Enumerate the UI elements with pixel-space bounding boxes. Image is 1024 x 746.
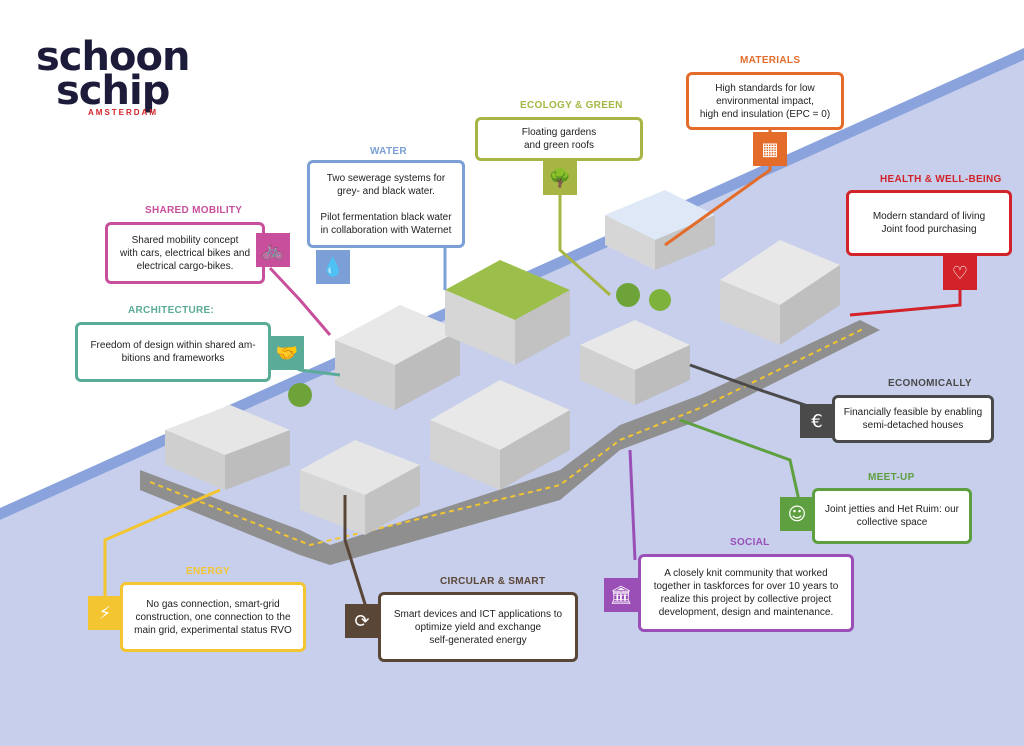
ecology-text: Floating gardens and green roofs bbox=[521, 127, 597, 151]
materials-text: High standards for low environmental imp… bbox=[699, 82, 831, 120]
economically-text: Financially feasible by enabling semi-de… bbox=[843, 407, 983, 431]
social-title: SOCIAL bbox=[730, 537, 770, 548]
heart-pulse-icon: ♡ bbox=[943, 256, 977, 290]
architecture-box: Freedom of design within shared am- biti… bbox=[75, 322, 271, 382]
architecture-text: Freedom of design within shared am- biti… bbox=[90, 340, 256, 364]
tree-shape bbox=[288, 383, 312, 407]
water-text: Two sewerage systems for grey- and black… bbox=[320, 172, 452, 236]
euro-icon: € bbox=[800, 404, 834, 438]
energy-title: ENERGY bbox=[186, 566, 231, 577]
health-text: Modern standard of living Joint food pur… bbox=[872, 211, 986, 235]
house-architecture bbox=[335, 305, 460, 410]
ecology-box: Floating gardens and green roofs bbox=[475, 117, 643, 161]
cycle-icon: ⟳ bbox=[345, 604, 379, 638]
house-center bbox=[430, 380, 570, 490]
circular-box: Smart devices and ICT applications to op… bbox=[378, 592, 578, 662]
people-icon: ☺ bbox=[780, 497, 814, 531]
house-green-roof bbox=[445, 260, 570, 365]
logo-line2: schip bbox=[56, 68, 170, 114]
house-health bbox=[720, 240, 840, 345]
materials-box: High standards for low environmental imp… bbox=[686, 72, 844, 130]
health-title: HEALTH & WELL-BEING bbox=[880, 174, 1002, 185]
health-box: Modern standard of living Joint food pur… bbox=[846, 190, 1012, 256]
shared-mobility-box: Shared mobility concept with cars, elect… bbox=[105, 222, 265, 284]
ecology-title: ECOLOGY & GREEN bbox=[520, 100, 623, 111]
house-greenhouse bbox=[605, 190, 715, 270]
materials-title: MATERIALS bbox=[740, 55, 801, 66]
schoonschip-logo: schoon schip AMSTERDAM bbox=[36, 34, 190, 117]
lightning-icon: ⚡ bbox=[88, 596, 122, 630]
house-meetup bbox=[580, 320, 690, 405]
social-box: A closely knit community that worked tog… bbox=[638, 554, 854, 632]
water-box: Two sewerage systems for grey- and black… bbox=[307, 160, 465, 248]
house-circular bbox=[300, 440, 420, 535]
energy-box: No gas connection, smart-grid constructi… bbox=[120, 582, 306, 652]
brick-icon: ▦ bbox=[753, 132, 787, 166]
logo-city: AMSTERDAM bbox=[88, 108, 158, 117]
logo-line1: schoon bbox=[36, 34, 190, 80]
shared-mobility-title: SHARED MOBILITY bbox=[145, 205, 243, 216]
tree-icon: 🌳 bbox=[543, 161, 577, 195]
handshake-icon: 🤝 bbox=[270, 336, 304, 370]
social-text: A closely knit community that worked tog… bbox=[653, 568, 839, 618]
meetup-box: Joint jetties and Het Ruim: our collecti… bbox=[812, 488, 972, 544]
meetup-title: MEET-UP bbox=[868, 472, 915, 483]
circular-text: Smart devices and ICT applications to op… bbox=[393, 608, 563, 646]
tree-shape bbox=[649, 289, 671, 311]
building-icon: 🏛 bbox=[604, 578, 638, 612]
meetup-text: Joint jetties and Het Ruim: our collecti… bbox=[825, 504, 959, 528]
house-energy bbox=[165, 405, 290, 490]
shared-mobility-text: Shared mobility concept with cars, elect… bbox=[119, 234, 251, 272]
water-title: WATER bbox=[370, 146, 407, 157]
economically-title: ECONOMICALLY bbox=[888, 378, 972, 389]
circular-title: CIRCULAR & SMART bbox=[440, 576, 546, 587]
water-drop-icon: 💧 bbox=[316, 250, 350, 284]
economically-box: Financially feasible by enabling semi-de… bbox=[832, 395, 994, 443]
bike-icon: 🚲 bbox=[256, 233, 290, 267]
tree-shape bbox=[616, 283, 640, 307]
energy-text: No gas connection, smart-grid constructi… bbox=[134, 598, 292, 636]
architecture-title: ARCHITECTURE: bbox=[128, 305, 215, 316]
